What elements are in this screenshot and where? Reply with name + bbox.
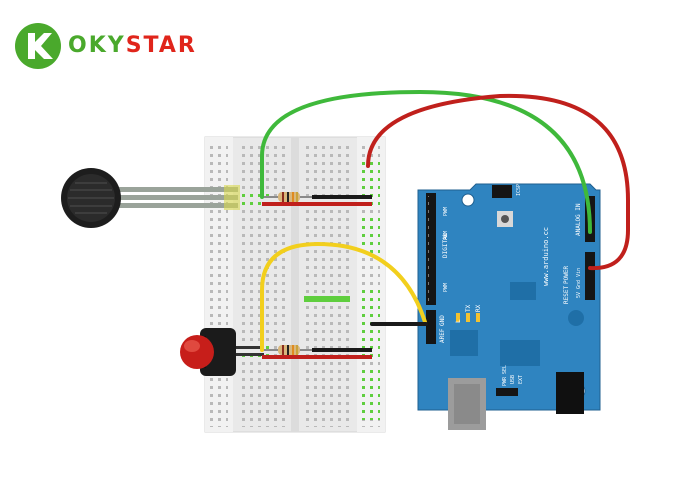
gnd-label: GND [439, 315, 446, 326]
breadboard [204, 136, 386, 433]
tx-label: TX [465, 304, 472, 312]
arduino-url: www.arduino.cc [542, 227, 550, 286]
ext-label: EXT [518, 375, 524, 384]
icsp-label: ICSP [516, 184, 522, 196]
pwm-label: PWM [443, 231, 449, 240]
header-voltage-label: 5V Gnd Vin [576, 268, 582, 298]
force-sensor [61, 168, 240, 228]
arduino-board: DIGITAL PWM PWM PWM AREF GND L TX RX www… [417, 183, 601, 430]
l-label: L [455, 319, 462, 323]
red-wire [366, 93, 630, 271]
yellow-wire [260, 241, 427, 352]
brand-logo: OKYSTAR [14, 22, 197, 70]
power-select-label: PWR SEL [502, 365, 508, 386]
brand-wordmark-oky: OKY [68, 33, 126, 58]
rail-highlight [362, 218, 380, 258]
usb-label: USB [510, 375, 516, 384]
aref-label: AREF [439, 328, 446, 343]
green-wire [260, 89, 592, 234]
analog-in-label: ANALOG IN [575, 203, 582, 236]
rail-highlight [362, 290, 380, 362]
pwm-label: PWM [443, 283, 449, 292]
rx-label: RX [475, 304, 482, 312]
push-button [180, 328, 264, 376]
brand-wordmark: OKYSTAR [68, 35, 197, 57]
digital-label: DIGITAL [442, 232, 449, 258]
reset-label: RESET [563, 286, 570, 304]
breadboard-jumpers [262, 195, 372, 359]
power-label: POWER [563, 266, 570, 284]
pwm-label: PWM [443, 207, 449, 216]
row-highlight [304, 296, 350, 302]
brand-wordmark-star: STAR [125, 33, 197, 58]
okystar-logo-icon [15, 23, 61, 69]
resistor-top [262, 192, 312, 202]
rail-highlight [362, 370, 380, 420]
long-wires [260, 89, 630, 352]
resistor-bottom [262, 345, 312, 355]
